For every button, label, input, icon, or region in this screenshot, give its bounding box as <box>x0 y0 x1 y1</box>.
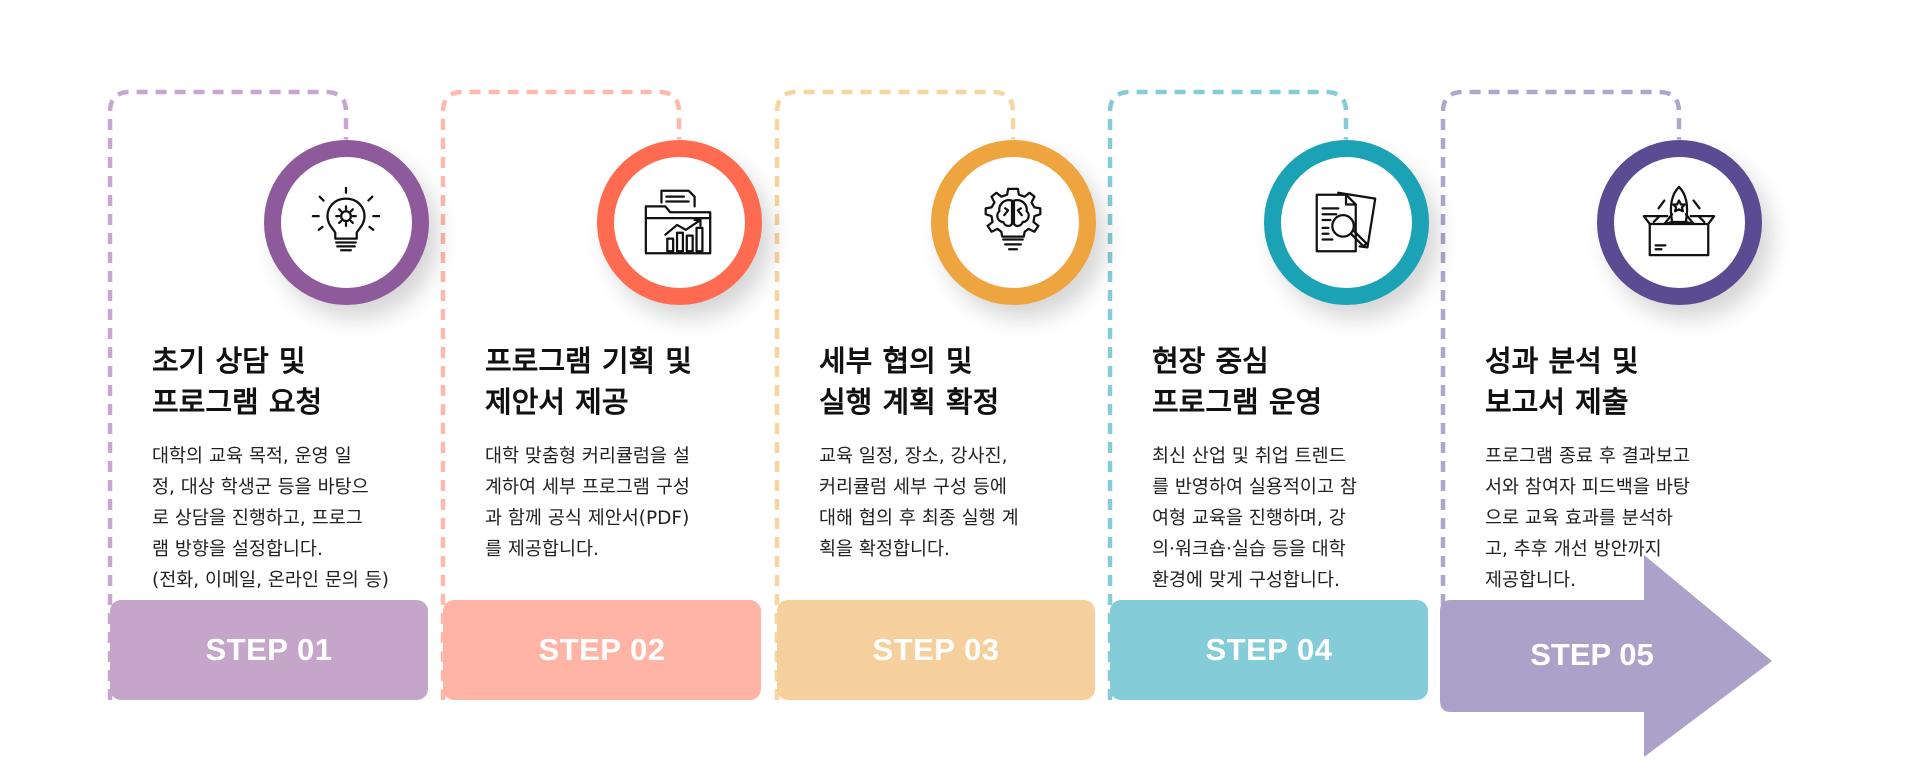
step-4-connector <box>1107 89 1349 700</box>
step-2-title: 프로그램 기획 및 제안서 제공 <box>485 344 692 419</box>
step-5-description: 프로그램 종료 후 결과보고 서와 참여자 피드백을 바탕 으로 교육 효과를 … <box>1485 446 1690 591</box>
step-5-title: 성과 분석 및 보고서 제출 <box>1485 344 1639 419</box>
step-3-title: 세부 협의 및 실행 계획 확정 <box>819 344 1000 419</box>
step-5-connector <box>1440 89 1682 700</box>
step-3-connector <box>774 89 1016 700</box>
step-4-bar: STEP 04 <box>1110 600 1428 700</box>
step-2-label: STEP 02 <box>538 632 666 667</box>
step-3-icon-ring <box>930 139 1096 305</box>
document-search-icon <box>1315 191 1377 253</box>
step-4-label: STEP 04 <box>1205 632 1333 667</box>
rocket-box-icon <box>1642 185 1716 257</box>
step-2-description: 대학 맞춤형 커리큘럼을 설 계하여 세부 프로그램 구성 과 함께 공식 제안… <box>485 446 690 560</box>
step-4-description: 최신 산업 및 취업 트렌드 를 반영하여 실용적이고 참 여형 교육을 진행하… <box>1152 446 1357 591</box>
step-2-icon-ring <box>596 139 762 305</box>
lightbulb-gear-icon <box>311 186 381 252</box>
step-1-title: 초기 상담 및 프로그램 요청 <box>152 344 323 419</box>
step-4-title: 현장 중심 프로그램 운영 <box>1152 344 1323 419</box>
step-3-description: 교육 일정, 장소, 강사진, 커리큘럼 세부 구성 등에 대해 협의 후 최종… <box>819 446 1019 560</box>
step-1-connector <box>107 89 349 700</box>
step-1-description: 대학의 교육 목적, 운영 일 정, 대상 학생군 등을 바탕으 로 상담을 진… <box>152 446 389 591</box>
step-5-label: STEP 05 <box>1530 637 1654 672</box>
step-2-bar: STEP 02 <box>443 600 761 700</box>
folder-chart-icon <box>644 189 712 255</box>
step-3-bar: STEP 03 <box>777 600 1095 700</box>
step-1-bar: STEP 01 <box>110 600 428 700</box>
brain-gear-icon <box>984 187 1042 251</box>
step-3-label: STEP 03 <box>872 632 1000 667</box>
step-1-label: STEP 01 <box>205 632 333 667</box>
step-2-connector <box>440 89 682 700</box>
